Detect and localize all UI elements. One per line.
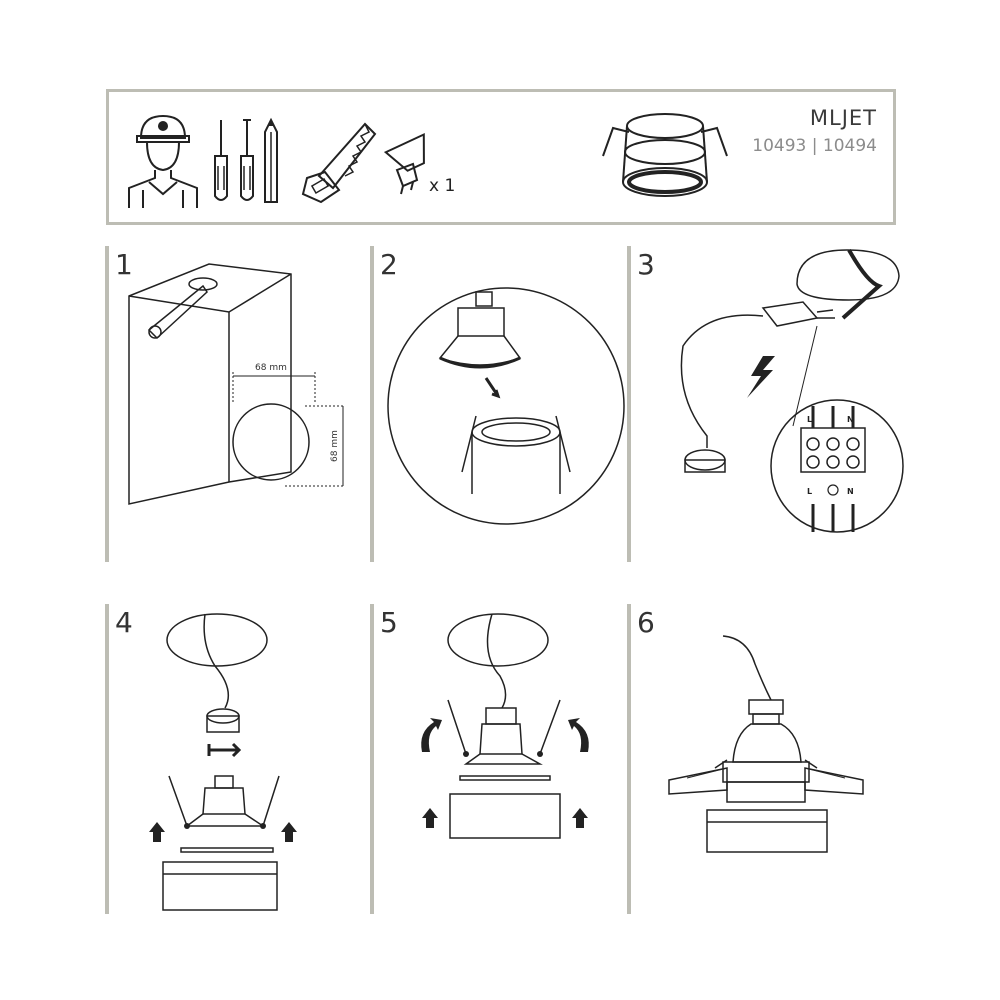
dim-width-label: 68 mm <box>255 363 287 373</box>
terminal-top-l: L <box>807 415 812 424</box>
bulb-quantity: x 1 <box>429 176 456 196</box>
product-name: MLJET <box>809 106 877 130</box>
step-number: 2 <box>380 248 398 281</box>
gu10-bulb-icon <box>383 132 425 195</box>
installed-luminaire-diagram <box>668 635 864 853</box>
step-divider <box>105 604 109 914</box>
connect-socket-diagram <box>149 613 297 911</box>
product-codes: 10493 | 10494 <box>752 136 877 156</box>
terminal-top-n: N <box>847 415 854 424</box>
step-number: 4 <box>115 606 133 639</box>
terminal-labels: L N L N <box>807 415 854 496</box>
screwdriver-icon <box>214 117 278 203</box>
step-6: 6 <box>627 604 907 914</box>
dim-height-label: 68 mm <box>330 430 340 462</box>
step-5: 5 <box>370 604 620 914</box>
product-illustration <box>602 113 728 197</box>
dimension-labels: 68 mm 68 mm <box>255 363 340 462</box>
terminal-bottom-l: L <box>807 487 812 496</box>
step-divider <box>105 246 109 562</box>
header-box: x 1 MLJET 10493 | 10494 <box>106 89 896 225</box>
wiring-diagram <box>680 249 904 533</box>
step-divider <box>370 246 374 562</box>
step-divider <box>627 246 631 562</box>
step-number: 1 <box>115 248 133 281</box>
terminal-bottom-n: N <box>847 487 854 496</box>
step-1: 1 68 mm 68 mm <box>105 246 355 562</box>
saw-icon <box>301 122 377 204</box>
step-number: 5 <box>380 606 398 639</box>
step-number: 6 <box>637 606 655 639</box>
step-4: 4 <box>105 604 355 914</box>
fold-springs-diagram <box>421 613 589 839</box>
step-divider <box>370 604 374 914</box>
step-2: 2 <box>370 246 625 562</box>
bulb-insertion-diagram <box>387 287 625 525</box>
wall-cutout-diagram <box>128 263 345 505</box>
step-divider <box>627 604 631 914</box>
step-3: 3 L N L N <box>627 246 907 562</box>
step-number: 3 <box>637 248 655 281</box>
installer-icon <box>128 114 198 208</box>
